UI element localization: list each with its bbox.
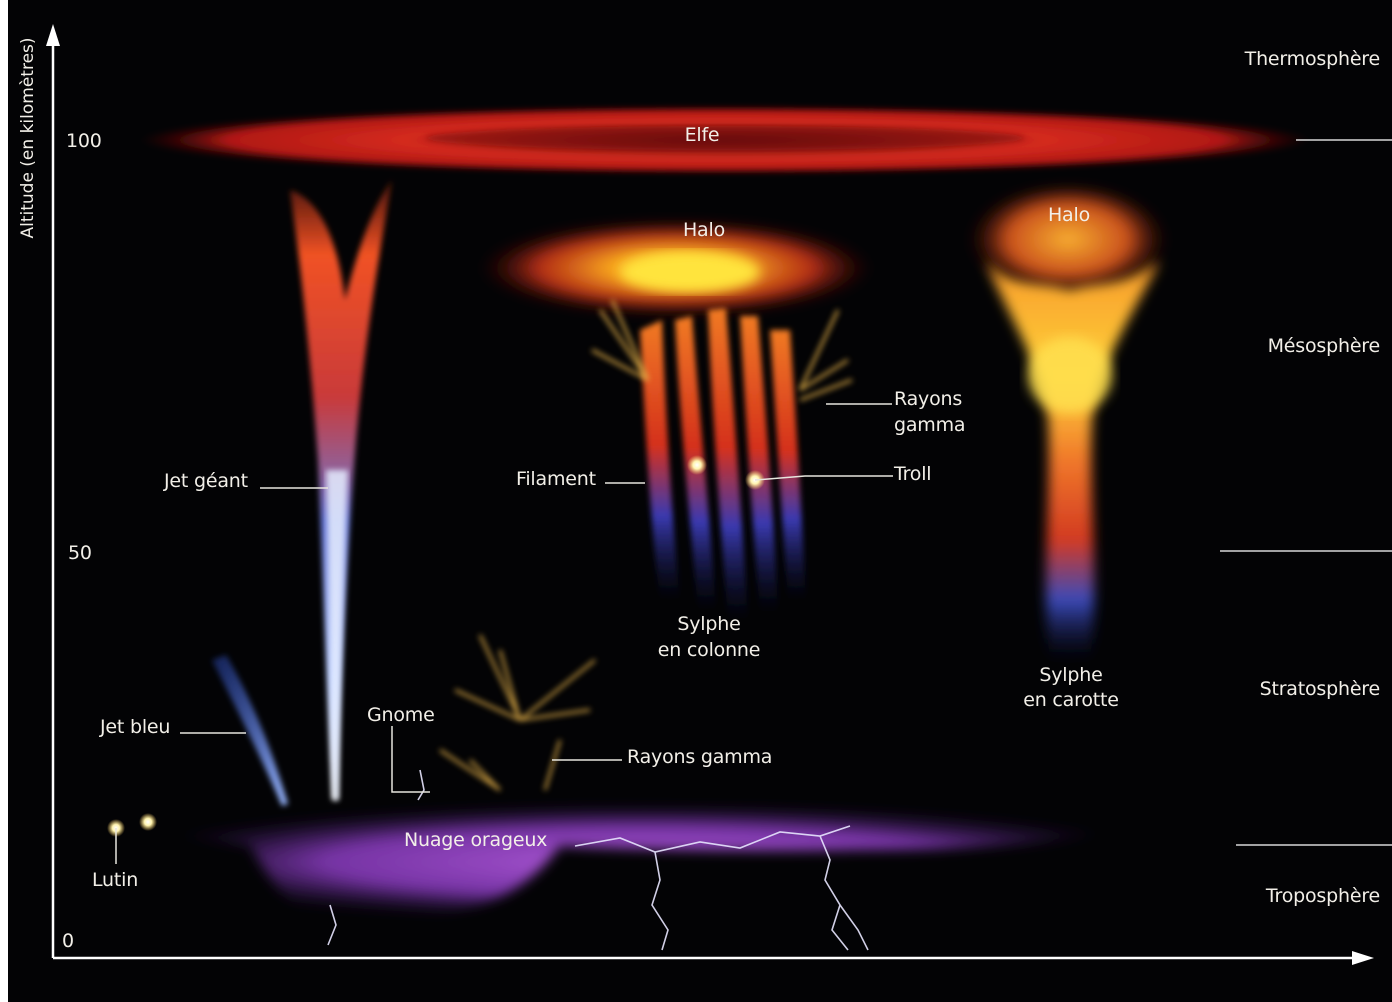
- layer-troposphere: Troposphère: [1266, 884, 1380, 909]
- label-elfe: Elfe: [652, 123, 752, 148]
- label-sylphe-carotte-line2: en carotte: [991, 688, 1151, 713]
- label-rayons-gamma-high-line1: Rayons: [894, 387, 962, 412]
- y-axis-title: Altitude (en kilomètres): [18, 22, 38, 254]
- y-tick-100: 100: [66, 129, 102, 154]
- sylphe-colonne-shape: [640, 308, 806, 620]
- label-halo-left: Halo: [654, 218, 754, 243]
- label-sylphe-carotte-line1: Sylphe: [991, 663, 1151, 688]
- storm-cloud-shape: [110, 804, 1180, 920]
- layer-boundaries: [1220, 140, 1392, 845]
- label-halo-right: Halo: [1019, 203, 1119, 228]
- label-gnome: Gnome: [367, 703, 435, 728]
- rayons-gamma-low-shape: [440, 635, 595, 790]
- label-sylphe-colonne-line1: Sylphe: [629, 612, 789, 637]
- y-tick-0: 0: [62, 929, 74, 954]
- label-filament: Filament: [516, 467, 596, 492]
- layer-mesosphere: Mésosphère: [1268, 334, 1380, 359]
- y-tick-50: 50: [68, 541, 92, 566]
- label-nuage-orageux: Nuage orageux: [404, 828, 547, 853]
- layer-thermosphere: Thermosphère: [1245, 47, 1380, 72]
- jet-bleu-shape: [212, 655, 288, 806]
- x-axis-arrow: [1352, 951, 1374, 965]
- label-troll: Troll: [894, 462, 931, 487]
- label-jet-geant: Jet géant: [164, 469, 248, 494]
- y-axis-arrow: [46, 24, 60, 46]
- layer-stratosphere: Stratosphère: [1260, 677, 1380, 702]
- label-lutin: Lutin: [92, 868, 138, 893]
- sylphe-carotte-shape: [968, 187, 1168, 660]
- label-sylphe-colonne-line2: en colonne: [629, 638, 789, 663]
- label-rayons-gamma-low: Rayons gamma: [627, 745, 772, 770]
- label-rayons-gamma-high-line2: gamma: [894, 413, 965, 438]
- label-jet-bleu: Jet bleu: [100, 715, 170, 740]
